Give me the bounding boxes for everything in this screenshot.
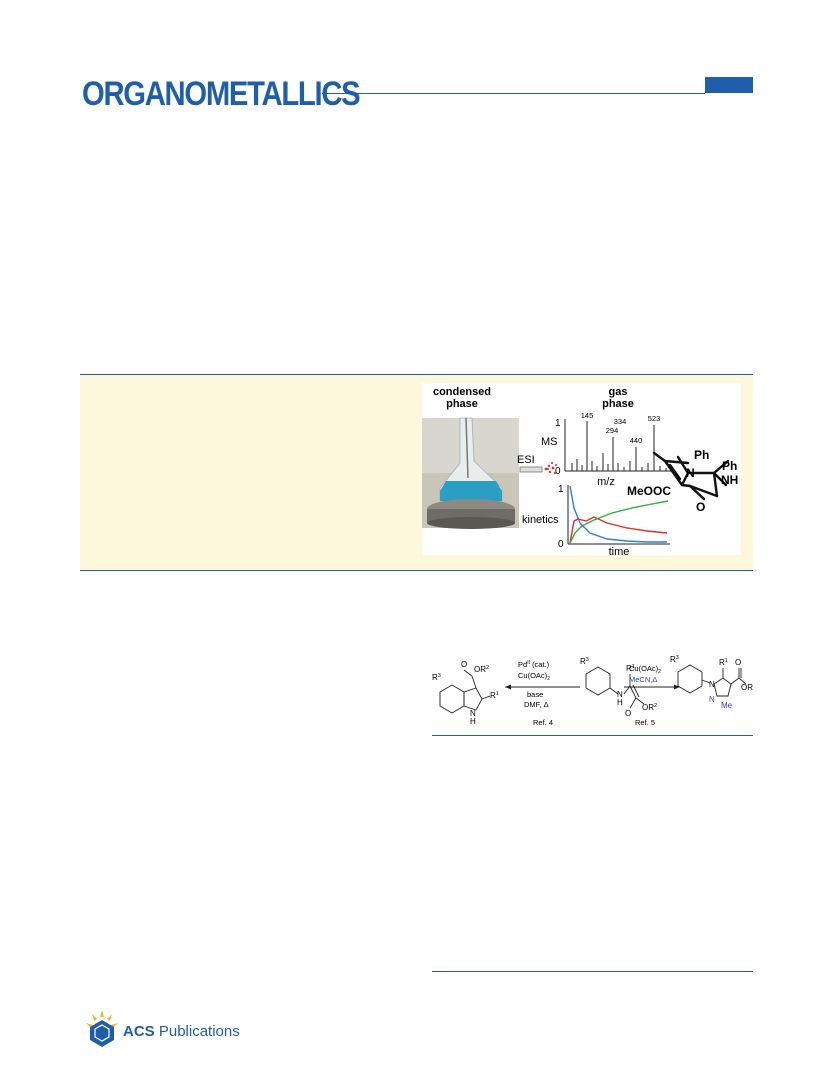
cond-cuoac-2: Cu(OAc)2: [629, 664, 661, 675]
esi-label: ESI: [517, 454, 535, 466]
peak-label-440: 440: [630, 436, 643, 445]
pyrazole-n1: N: [709, 680, 715, 689]
kinetics-green-curve: [569, 500, 669, 544]
struct-meooc: MeOOC: [627, 484, 671, 498]
toc-graphic-svg: condensed phase gas phase ESI 1 0 MS 14: [422, 386, 738, 558]
reaction-scheme: R3 O OR2 R1 N H PdII (cat.) Cu(OAc)2 bas…: [430, 650, 756, 735]
indole-or2: OR2: [474, 665, 489, 674]
kinetics-x-label: time: [609, 546, 630, 555]
peak-label-523: 523: [648, 414, 661, 423]
cond-cuoac-1: Cu(OAc)2: [518, 671, 550, 682]
struct-o: O: [696, 500, 705, 514]
ms-x-label: m/z: [597, 476, 615, 488]
enamine-or2: OR2: [642, 703, 657, 712]
pyrazole-r3: R3: [670, 655, 679, 664]
struct-n: N: [686, 466, 695, 480]
pyrazole-me: Me: [721, 701, 733, 710]
enamine-r3: R3: [580, 657, 589, 666]
header-rule: [322, 93, 705, 94]
struct-nh: NH: [721, 473, 738, 487]
flask-photo: [422, 417, 519, 529]
ms-y0: 0: [555, 466, 561, 477]
cond-pd: PdII (cat.): [518, 660, 550, 669]
pyrrolinone-structure: [652, 451, 730, 501]
enamine-r1: R1: [626, 664, 635, 673]
toc-graphic: condensed phase gas phase ESI 1 0 MS 14: [422, 383, 741, 558]
kinetics-label: kinetics: [522, 514, 559, 526]
indole-r1: R1: [490, 691, 499, 700]
ms-label: MS: [541, 436, 558, 448]
indole-h: H: [470, 717, 476, 726]
struct-ph-1: Ph: [694, 448, 709, 462]
pyrazole-structure: [677, 664, 747, 697]
condensed-label-2: phase: [446, 398, 478, 410]
cond-base: base: [527, 690, 543, 699]
gas-label: gas: [609, 386, 628, 398]
kinetics-y0: 0: [558, 539, 564, 550]
peak-label-334: 334: [614, 417, 627, 426]
peak-label-294: 294: [606, 426, 619, 435]
esi-needle: [519, 466, 543, 473]
enamine-n: N: [617, 690, 623, 699]
enamine-structure: [585, 666, 645, 709]
enamine-h: H: [617, 698, 623, 707]
gas-label-2: phase: [602, 398, 634, 410]
indole-n: N: [470, 709, 476, 718]
journal-logo: ORGANOMETALLICS: [82, 75, 361, 113]
right-arrowhead: [674, 684, 680, 690]
cond-dmf: DMF, Δ: [524, 700, 549, 709]
acs-publications-wordmark: ACS Publications: [123, 1023, 240, 1040]
kinetics-y1: 1: [558, 484, 564, 495]
left-arrowhead: [505, 684, 511, 690]
acs-logo: [82, 1008, 122, 1048]
header-tab: [705, 77, 753, 93]
pyrazole-or2: OR2: [741, 683, 753, 692]
ms-y1: 1: [555, 418, 561, 429]
pyrazole-r1: R1: [719, 658, 728, 667]
scheme-rule: [432, 735, 753, 736]
indole-o: O: [461, 660, 467, 669]
ref-4: Ref. 4: [533, 718, 553, 727]
reaction-scheme-svg: R3 O OR2 R1 N H PdII (cat.) Cu(OAc)2 bas…: [432, 655, 756, 727]
enamine-o: O: [625, 709, 631, 718]
esi-spray: [544, 462, 557, 474]
peak-label-145: 145: [581, 411, 594, 420]
kinetics-red-curve: [569, 516, 668, 544]
cond-mecn: MeCN,Δ: [629, 675, 657, 684]
acs-logo-icon: [86, 1010, 118, 1047]
flask-liquid: [440, 481, 502, 501]
indole-r3: R3: [432, 673, 441, 682]
struct-ph-2: Ph: [722, 459, 737, 473]
kinetics-blue-curve: [569, 485, 667, 543]
pyrazole-o: O: [735, 658, 741, 667]
flask-needle: [465, 417, 469, 479]
ms-peaks: [571, 421, 667, 471]
ref-5: Ref. 5: [635, 718, 655, 727]
pyrazole-n2: N: [709, 695, 715, 704]
stir-plate-bottom: [427, 517, 515, 529]
condensed-label: condensed: [433, 386, 491, 398]
indole-structure: [439, 669, 491, 714]
footnote-rule: [432, 971, 753, 972]
